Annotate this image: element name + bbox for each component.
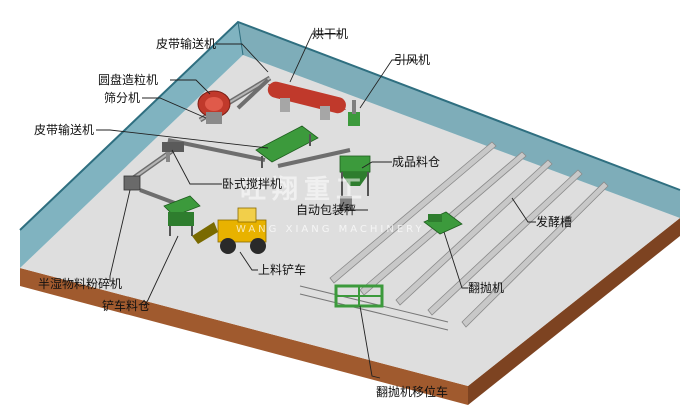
label-crusher: 半湿物料粉碎机 — [38, 276, 122, 291]
label-fermentation-tank: 发酵槽 — [536, 214, 572, 229]
label-finished-product-bin: 成品料仓 — [392, 155, 440, 169]
label-turner-shift-car: 翻抛机移位车 — [376, 384, 448, 399]
conveyor-to-bin — [277, 148, 351, 168]
turner-machine — [423, 211, 463, 235]
label-belt-conveyor-top: 皮带输送机 — [156, 36, 216, 51]
watermark-en: WANG XIANG MACHINERY — [236, 224, 425, 235]
back-left-wall — [20, 22, 243, 268]
soil-right-face — [468, 218, 680, 405]
label-auto-packing-scale: 自动包装秤 — [296, 203, 356, 217]
auto-packing-scale-machine — [340, 196, 352, 210]
back-right-wall — [238, 22, 680, 218]
loader-bin-machine — [163, 195, 201, 236]
label-belt-conveyor-left: 皮带输送机 — [34, 122, 94, 137]
crusher-machine — [123, 175, 141, 191]
leader-lines — [96, 33, 536, 379]
ground-slab — [20, 55, 680, 405]
label-disc-granulator: 圆盘造粒机 — [98, 72, 158, 87]
conveyor-dryer-feed — [236, 78, 270, 110]
horizontal-mixer-machine — [162, 142, 184, 162]
tank-wall-5 — [461, 181, 609, 328]
component-labels: 皮带输送机 烘干机 引风机 圆盘造粒机 筛分机 皮带输送机 成品料仓 卧式搅拌机… — [34, 27, 572, 399]
tank-wall-4 — [427, 169, 583, 316]
fermentation-tanks — [299, 141, 609, 331]
dryer-machine — [267, 81, 346, 120]
soil-front-face — [20, 268, 468, 405]
disc-granulator-machine — [197, 90, 231, 124]
conveyor-to-screen — [167, 138, 266, 162]
induced-fan-machine — [348, 100, 360, 126]
screening-machine — [255, 125, 319, 168]
label-screening-machine: 筛分机 — [104, 90, 140, 105]
label-dryer: 烘干机 — [312, 27, 348, 41]
floor — [20, 55, 680, 386]
watermark-cn: 旺翔重工 — [240, 175, 368, 205]
loader-vehicle — [192, 207, 267, 254]
walls — [19, 20, 681, 268]
label-loader: 上料铲车 — [258, 262, 306, 277]
watermark: 旺翔重工 WANG XIANG MACHINERY — [236, 175, 425, 235]
rail-1 — [299, 285, 449, 323]
label-horizontal-mixer: 卧式搅拌机 — [222, 176, 282, 191]
tank-wall-1 — [329, 141, 497, 284]
rail-2 — [299, 293, 449, 331]
turner-shift-car — [334, 284, 384, 308]
label-loader-bin: 铲车料仓 — [102, 298, 150, 313]
label-turner: 翻抛机 — [468, 280, 504, 295]
tank-wall-3 — [395, 159, 553, 306]
wall-corner-edge — [237, 21, 244, 56]
label-induced-fan: 引风机 — [394, 53, 430, 67]
